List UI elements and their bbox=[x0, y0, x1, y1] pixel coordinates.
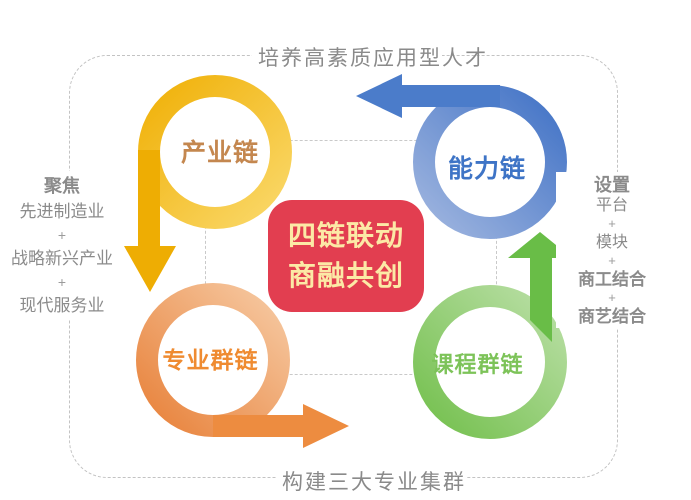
course-chain-arrowhead bbox=[508, 232, 572, 342]
industry-chain-label: 产业链 bbox=[180, 139, 259, 167]
left-panel: 聚焦 先进制造业 + 战略新兴产业 + 现代服务业 bbox=[4, 171, 120, 320]
center-slogan-box: 四链联动 商融共创 bbox=[268, 200, 424, 312]
left-panel-item: 现代服务业 bbox=[19, 296, 105, 315]
center-slogan-line2: 商融共创 bbox=[287, 260, 404, 291]
major-chain-label: 专业群链 bbox=[162, 347, 259, 373]
right-panel-item: 平台 bbox=[595, 197, 628, 214]
plus-separator: + bbox=[608, 253, 616, 268]
right-panel-heading: 设置 bbox=[594, 175, 630, 195]
ability-chain-arrowhead bbox=[356, 74, 500, 118]
major-chain-arrowhead bbox=[213, 404, 349, 448]
left-panel-item: 先进制造业 bbox=[19, 202, 105, 221]
industry-chain-arrow bbox=[124, 75, 292, 292]
plus-separator: + bbox=[608, 216, 616, 231]
course-chain-ring bbox=[413, 285, 567, 439]
plus-separator: + bbox=[57, 227, 67, 243]
top-banner: 培养高素质应用型人才 bbox=[252, 40, 486, 74]
right-panel-item: 商艺结合 bbox=[578, 307, 646, 326]
center-slogan-line1: 四链联动 bbox=[287, 220, 404, 251]
plus-separator: + bbox=[57, 274, 67, 290]
left-panel-item: 战略新兴产业 bbox=[11, 249, 113, 268]
right-panel-item: 商工结合 bbox=[578, 270, 646, 289]
bottom-banner: 构建三大专业集群 bbox=[276, 464, 466, 498]
ability-chain-arrow bbox=[356, 74, 567, 239]
right-panel-item: 模块 bbox=[595, 234, 628, 251]
major-chain-arrow bbox=[136, 283, 349, 448]
left-panel-heading: 聚焦 bbox=[44, 176, 80, 196]
course-chain-arrow bbox=[413, 232, 572, 439]
plus-separator: + bbox=[608, 290, 616, 305]
right-panel: 设置 平台 + 模块 + 商工结合 + 商艺结合 bbox=[556, 172, 668, 328]
inner-connector-lines bbox=[205, 140, 497, 375]
course-chain-label: 课程群链 bbox=[431, 352, 524, 377]
industry-chain-arrowhead bbox=[124, 150, 176, 292]
ability-chain-label: 能力链 bbox=[447, 155, 526, 183]
